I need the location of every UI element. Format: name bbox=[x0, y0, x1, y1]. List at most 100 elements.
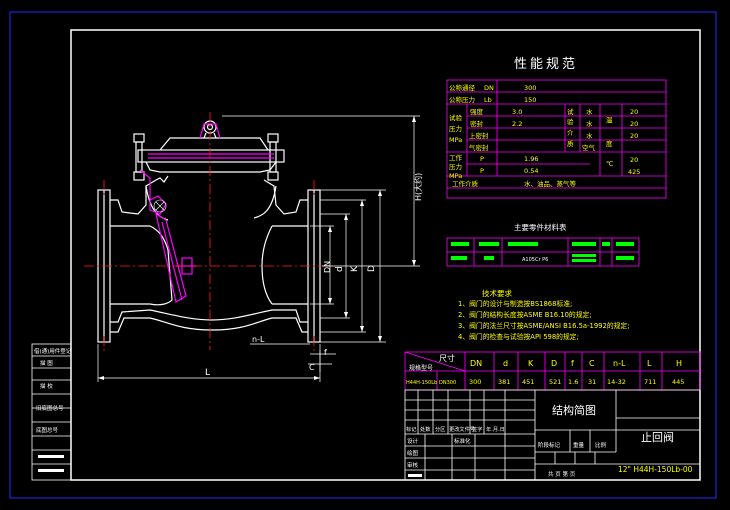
spec-temp-label-2: 度 bbox=[606, 139, 613, 148]
material-table-cells bbox=[451, 242, 634, 262]
dim-val-C: 31 bbox=[588, 378, 596, 386]
spec-work-temp-value: 425 bbox=[628, 168, 640, 176]
dim-val-f: 1.6 bbox=[568, 378, 578, 386]
tech-requirement-2: 2、阀门的结构长度按ASME B16.10的规定; bbox=[458, 310, 592, 319]
dim-val-nL: 14-32 bbox=[607, 378, 626, 386]
dim-col-nL: n-L bbox=[613, 359, 626, 368]
dim-label-nL: n-L bbox=[252, 335, 265, 344]
drawing-frame bbox=[70, 29, 701, 481]
tech-requirement-4: 4、阀门的检查与试验按API 598的规定; bbox=[458, 332, 579, 341]
spec-work-p2-unit: P bbox=[480, 167, 484, 175]
rev-label-sign: 签字 bbox=[472, 425, 482, 433]
tb-bar bbox=[408, 474, 422, 477]
title-block-grid bbox=[404, 389, 701, 481]
dim-label-K: K bbox=[350, 265, 360, 272]
spec-medium-label-1: 试 bbox=[567, 107, 574, 116]
dim-label-DN: DN bbox=[323, 261, 332, 273]
spec-work-label-2: 压力 bbox=[449, 162, 462, 171]
tb-drawing-number: 12" H44H-150Lb-00 bbox=[618, 465, 693, 474]
spec-air-seal-label: 气密封 bbox=[469, 143, 489, 152]
spec-medium-water-3: 水 bbox=[586, 131, 593, 140]
tech-requirements-title: 技术要求 bbox=[482, 288, 512, 298]
title-block-rev-labels: 标记 处数 分区 更改文件号 签字 年.月.日 bbox=[406, 425, 505, 433]
spec-medium-label-2: 验 bbox=[567, 117, 574, 126]
valve-drawing: L H(大约) D K d DN n-L C f bbox=[84, 112, 423, 382]
tech-requirement-3: 3、阀门的法兰尺寸按ASME/ANSI B16.5a-1992的规定; bbox=[458, 321, 630, 330]
spec-medium-water-2: 水 bbox=[586, 119, 593, 128]
dim-table-header-model: 规格型号 bbox=[409, 364, 433, 372]
spec-temp-3: 20 bbox=[630, 132, 638, 140]
dim-table-model: H44H-150Lb bbox=[406, 380, 437, 386]
spec-temp-label-1: 温 bbox=[606, 115, 613, 124]
spec-dn-value: 300 bbox=[524, 84, 536, 92]
dim-val-K: 451 bbox=[522, 378, 534, 386]
spec-medium-air: 空气 bbox=[582, 143, 596, 152]
material-value: A105Cr P6 bbox=[522, 257, 548, 263]
tb-drawing: 绘图 bbox=[407, 449, 419, 457]
spec-seal-value: 2.2 bbox=[512, 120, 522, 128]
spec-table-title: 性能规范 bbox=[514, 57, 578, 72]
dim-col-K: K bbox=[528, 359, 534, 368]
material-table-grid bbox=[446, 237, 640, 267]
tb-weight: 重量 bbox=[573, 441, 585, 449]
dim-table-dn: DN300 bbox=[439, 380, 456, 386]
spec-pn-label: 公称压力 bbox=[449, 95, 475, 104]
spec-temp-1: 20 bbox=[630, 108, 638, 116]
side-bar-1 bbox=[38, 455, 64, 458]
rev-label-count: 处数 bbox=[420, 425, 431, 433]
spec-upper-seal-label: 上密封 bbox=[469, 131, 489, 140]
dimension-arrows bbox=[98, 116, 416, 380]
dim-table-header-size: 尺寸 bbox=[439, 353, 455, 363]
tb-product-name: 止回阀 bbox=[641, 430, 674, 444]
spec-temp-label-3: ℃ bbox=[606, 160, 613, 168]
spec-pn-unit: Lb bbox=[484, 96, 492, 104]
rev-label-doc: 更改文件号 bbox=[449, 425, 475, 433]
dim-val-L: 711 bbox=[644, 378, 656, 386]
spec-work-label-1: 工作 bbox=[449, 153, 463, 162]
spec-dn-label: 公称通径 bbox=[449, 83, 476, 92]
tb-sheets: 共 页 第 页 bbox=[548, 470, 576, 478]
spec-table-grid bbox=[446, 79, 667, 199]
side-checked: 描 校 bbox=[40, 382, 53, 390]
dim-label-C: C bbox=[309, 363, 315, 372]
dim-val-D: 521 bbox=[549, 378, 561, 386]
spec-work-p-unit: P bbox=[480, 155, 484, 163]
side-drawn: 描 图 bbox=[40, 359, 53, 367]
spec-shell-value: 3.0 bbox=[512, 108, 522, 116]
rev-label-date: 年.月.日 bbox=[486, 425, 505, 433]
dim-label-D: D bbox=[367, 265, 377, 272]
tb-check: 审核 bbox=[407, 461, 419, 469]
spec-medium-label-4: 质 bbox=[567, 139, 574, 148]
rev-label-mark: 标记 bbox=[406, 425, 416, 433]
hinge-detail bbox=[153, 199, 167, 213]
side-old-drawing-no: 旧底图总号 bbox=[36, 404, 64, 412]
spec-work-p2-value: 0.54 bbox=[524, 167, 538, 175]
dim-col-L: L bbox=[647, 359, 652, 368]
spec-work-medium-value: 水、油品、蒸气等 bbox=[524, 179, 577, 188]
spec-test-label-3: MPa bbox=[449, 136, 462, 144]
spec-medium-water-1: 水 bbox=[586, 107, 593, 116]
spec-work-medium-label: 工作介质 bbox=[452, 179, 479, 188]
spec-medium-label-3: 介 bbox=[567, 129, 574, 137]
dim-col-H: H bbox=[676, 359, 682, 368]
dim-val-H: 445 bbox=[672, 378, 684, 386]
dim-val-d: 381 bbox=[498, 378, 510, 386]
outer-border bbox=[9, 11, 717, 499]
dim-col-f: f bbox=[571, 359, 574, 368]
dim-col-C: C bbox=[589, 359, 595, 368]
tb-design: 设计 bbox=[407, 437, 419, 445]
valve-disc-assembly bbox=[139, 123, 274, 303]
tb-drawing-name: 结构简图 bbox=[552, 403, 596, 417]
dimension-lines bbox=[97, 115, 420, 382]
spec-temp-4: 20 bbox=[630, 156, 638, 164]
dim-label-H: H(大约) bbox=[413, 173, 423, 201]
side-used-on: 借(通)用件登记 bbox=[34, 347, 72, 355]
spec-test-label-2: 压力 bbox=[449, 124, 462, 133]
spec-temp-2: 20 bbox=[630, 120, 638, 128]
tech-requirement-1: 1、阀门的设计与制造按BS1868标准; bbox=[458, 299, 572, 308]
dim-label-f: f bbox=[324, 348, 327, 357]
side-bar-2 bbox=[38, 469, 64, 472]
dim-label-L: L bbox=[205, 368, 210, 378]
dim-val-DN: 300 bbox=[469, 378, 481, 386]
rev-label-zone: 分区 bbox=[435, 425, 445, 433]
